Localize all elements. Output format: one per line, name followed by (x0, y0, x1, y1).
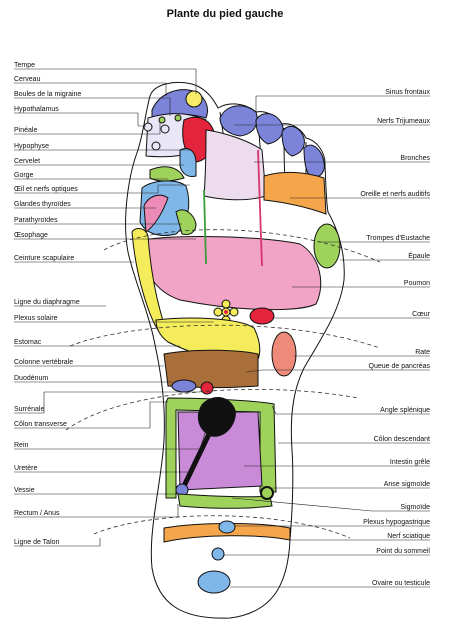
right-labels: Sinus frontaux Nerfs Trijumeaux Bronches… (224, 89, 431, 588)
label-tempe: Tempe (14, 62, 35, 69)
label-ovaire: Ovaire ou testicule (372, 580, 430, 587)
label-vessie: Vessie (14, 487, 35, 494)
label-epaule: Épaule (408, 251, 430, 260)
pineal-dot (158, 116, 166, 124)
hypophysis-dot (151, 141, 161, 151)
sleep-point (211, 547, 225, 561)
sinus-zone (255, 113, 284, 145)
esophagus-zone (143, 194, 169, 233)
label-trijumeaux: Nerfs Trijumeaux (377, 118, 430, 125)
label-sigmoide: Sigmoïde (400, 504, 430, 511)
left-labels: Tempe Cerveau Boules de la migraine Hypo… (14, 62, 214, 547)
label-pineale: Pinéale (14, 127, 37, 134)
hypogastric-zone (218, 520, 236, 534)
sinus-zone (219, 105, 258, 137)
label-boules-migraine: Boules de la migraine (14, 91, 81, 98)
label-ceinture: Ceinture scapulaire (14, 255, 74, 262)
label-parathyroides: Parathyroïdes (14, 217, 58, 224)
ear-zone (263, 171, 327, 215)
label-estomac: Estomac (14, 339, 42, 346)
label-cervelet: Cervelet (14, 158, 40, 165)
heart-zone (249, 307, 275, 325)
hypothalamus-dot (160, 124, 170, 134)
pineal-dot (174, 114, 182, 122)
label-rectum: Rectum / Anus (14, 510, 60, 517)
label-hypothalamus: Hypothalamus (14, 106, 59, 113)
label-intestin-grele: Intestin grêle (390, 459, 430, 466)
sigmoid-band (177, 493, 273, 509)
hypothalamus-dot (143, 122, 153, 132)
label-gorge: Gorge (14, 172, 34, 179)
shoulder-zone (313, 223, 341, 269)
label-diaphragme: Ligne du diaphragme (14, 299, 80, 306)
label-anse-sigmoide: Anse sigmoïde (384, 481, 430, 488)
kidney-zone (197, 397, 236, 437)
label-plexus-hypogastrique: Plexus hypogastrique (363, 519, 430, 526)
label-eustache: Trompes d'Eustache (366, 235, 430, 242)
label-oesophage: Œsophage (14, 232, 48, 239)
label-coeur: Cœur (412, 311, 431, 318)
label-duodenum: Duodénum (14, 375, 48, 382)
label-ligne-talon: Ligne de Talon (14, 539, 60, 546)
sigmoid-loop (260, 486, 274, 500)
spine-line (203, 189, 207, 265)
sinus-zone (281, 125, 305, 157)
adrenal-zone (200, 381, 214, 395)
ovary-zone (197, 570, 231, 594)
label-oreille: Oreille et nerfs auditifs (360, 191, 430, 198)
label-colon-transverse: Côlon transverse (14, 421, 67, 428)
label-thyroides: Glandes thyroïdes (14, 201, 71, 208)
label-hypophyse: Hypophyse (14, 143, 49, 150)
ureter-line (181, 430, 213, 488)
label-colonne: Colonne vertébrale (14, 359, 73, 366)
label-uretere: Uretère (14, 465, 37, 472)
label-point-sommeil: Point du sommeil (376, 548, 430, 555)
label-oeil: Œil et nerfs optiques (14, 186, 78, 193)
label-nerf-sciatique: Nerf sciatique (387, 533, 430, 540)
cerebellum-zone (179, 148, 197, 177)
spleen-zone (271, 331, 297, 377)
label-sinus: Sinus frontaux (385, 89, 430, 96)
label-angle-splenique: Angle splénique (380, 407, 430, 414)
label-colon-descendant: Côlon descendant (374, 436, 430, 443)
label-cerveau: Cerveau (14, 76, 41, 83)
label-rein: Rein (14, 442, 29, 449)
label-poumon: Poumon (404, 280, 430, 287)
label-pancreas: Queue de pancréas (369, 363, 431, 370)
label-bronches: Bronches (400, 155, 430, 162)
guide-arc (103, 229, 381, 263)
label-surrenale: Surrénale (14, 406, 44, 413)
throat-zone (149, 166, 185, 182)
label-rate: Rate (415, 349, 430, 356)
temple-zone (185, 90, 203, 108)
bronchi-zone (203, 129, 267, 201)
spine-line (257, 149, 263, 267)
duodenum-zone (171, 379, 197, 393)
label-plexus-solaire: Plexus solaire (14, 315, 58, 322)
sinus-zone (303, 144, 325, 179)
guide-arc (69, 324, 381, 349)
lung-zone (141, 236, 322, 311)
thyroid-zone (175, 209, 197, 235)
diagram-title: Plante du pied gauche (167, 8, 284, 20)
